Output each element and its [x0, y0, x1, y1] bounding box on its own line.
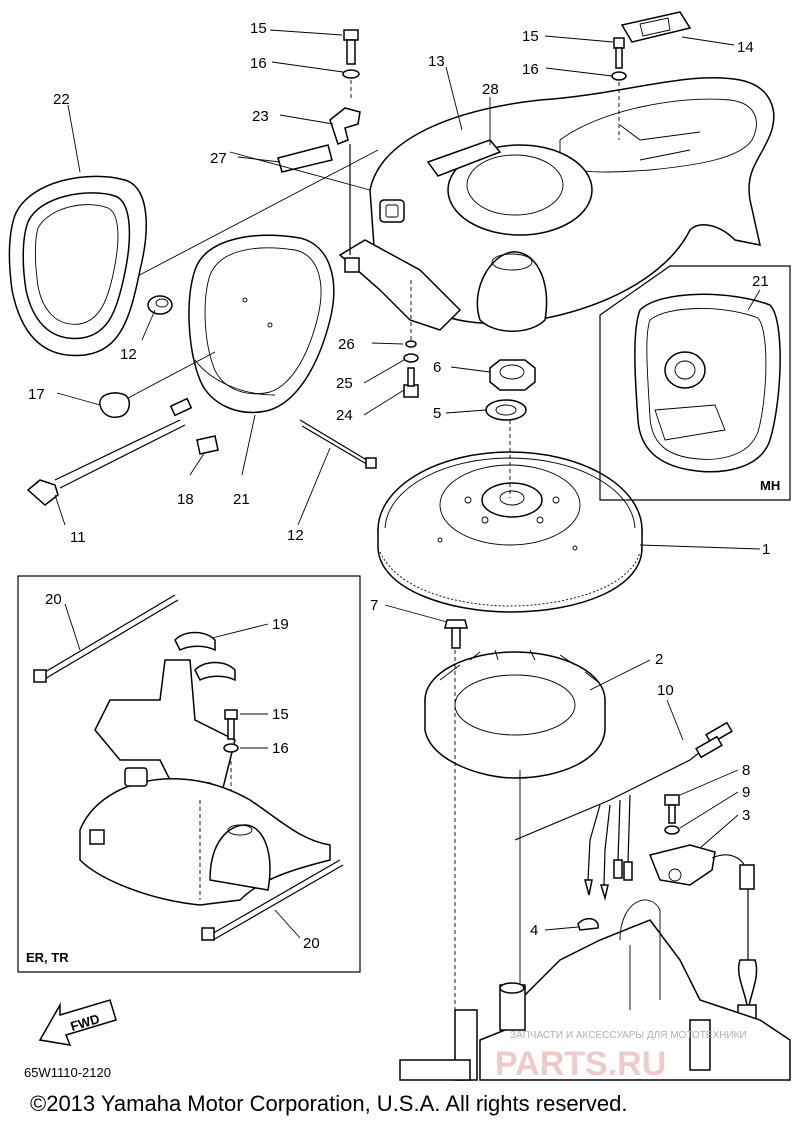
- bolt-24: [403, 367, 419, 398]
- callout-6: 6: [433, 359, 441, 376]
- bracket-23: [329, 107, 361, 255]
- inset-mh: [599, 265, 791, 501]
- callout-15c: 15: [272, 706, 289, 723]
- bolt-15-right: [611, 37, 627, 140]
- watermark-caption: ЗАПЧАСТИ И АКСЕССУАРЫ ДЛЯ МОТОТЕХНИКИ: [510, 1030, 747, 1041]
- decal-14: [620, 11, 692, 43]
- callout-15b: 15: [522, 28, 539, 45]
- callout-14: 14: [737, 39, 754, 56]
- callout-13: 13: [428, 53, 445, 70]
- callout-numbers: 15 16 15 16 14 13 28 22 23 27 21 12 26 6…: [26, 20, 780, 965]
- label-18: [196, 435, 219, 455]
- bolt-7: [444, 619, 468, 649]
- seal-22: [8, 175, 147, 357]
- callout-9: 9: [742, 784, 750, 801]
- callout-11: 11: [70, 529, 86, 546]
- callout-19: 19: [272, 616, 289, 633]
- callout-21b: 21: [233, 491, 250, 508]
- callout-2: 2: [655, 651, 663, 668]
- watermark-logo: PARTS.RU: [495, 1045, 666, 1083]
- washer-5: [485, 399, 527, 421]
- cap-17: [99, 392, 130, 418]
- inset-mh-label: MH: [760, 478, 780, 493]
- crankcase-top: [399, 899, 791, 1081]
- copyright-notice: ©2013 Yamaha Motor Corporation, U.S.A. A…: [30, 1091, 627, 1116]
- callout-12a: 12: [120, 346, 137, 363]
- flywheel-1: [377, 420, 643, 613]
- inset-er-tr: [17, 575, 361, 973]
- callout-21a: 21: [752, 273, 769, 290]
- pulser-coil-3: [648, 844, 758, 1020]
- callout-20b: 20: [303, 935, 320, 952]
- callout-5: 5: [433, 405, 441, 422]
- nut-6: [489, 359, 536, 391]
- callout-8: 8: [742, 762, 750, 779]
- callout-16c: 16: [272, 740, 289, 757]
- callout-10: 10: [657, 682, 674, 699]
- leader-lines: [54, 29, 761, 939]
- callout-4: 4: [530, 922, 538, 939]
- callout-22: 22: [53, 91, 70, 108]
- callout-27: 27: [210, 150, 227, 167]
- stator-2: [424, 649, 606, 1010]
- callout-25: 25: [336, 375, 353, 392]
- inset-ertr-label: ER, TR: [26, 950, 69, 965]
- callout-7: 7: [370, 597, 378, 614]
- callout-16a: 16: [250, 55, 267, 72]
- washer-26: [405, 340, 417, 348]
- callout-24: 24: [336, 407, 353, 424]
- flywheel-cover: [338, 76, 775, 332]
- fwd-arrow: [38, 999, 117, 1046]
- callout-12b: 12: [287, 527, 304, 544]
- plastic-tie-12: [299, 419, 377, 469]
- callout-3: 3: [742, 807, 750, 824]
- silencer-21: [188, 234, 335, 414]
- callout-18: 18: [177, 491, 194, 508]
- callout-17: 17: [28, 386, 45, 403]
- label-27: [277, 144, 333, 173]
- callout-20a: 20: [45, 591, 62, 608]
- grommet-12: [147, 295, 173, 315]
- callout-26: 26: [338, 336, 355, 353]
- callout-28: 28: [482, 81, 499, 98]
- callout-15a: 15: [250, 20, 267, 37]
- washer-9: [664, 825, 680, 835]
- callout-16b: 16: [522, 61, 539, 78]
- lead-wire-11: [26, 397, 193, 506]
- callout-23: 23: [252, 108, 269, 125]
- washer-25: [403, 353, 419, 363]
- bolt-15-left: [342, 29, 360, 100]
- bolt-8: [664, 794, 680, 824]
- lead-wire-10: [514, 721, 733, 901]
- woodruff-key-4: [577, 917, 599, 931]
- callout-1: 1: [762, 541, 770, 558]
- diagram-code: 65W1110-2120: [24, 1065, 111, 1080]
